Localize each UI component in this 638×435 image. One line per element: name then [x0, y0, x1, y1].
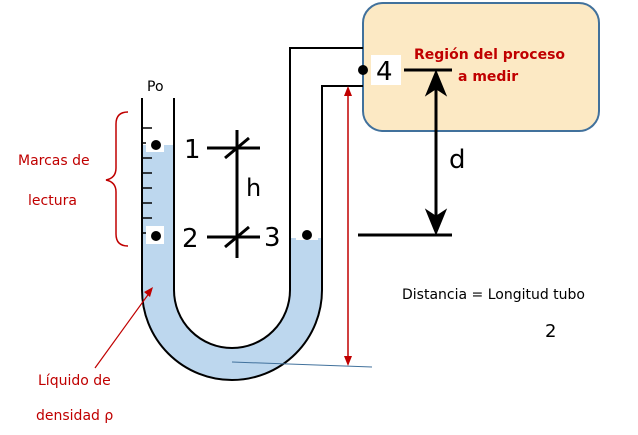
liquid-pointer-line [94, 291, 151, 369]
d-arrow-down [424, 208, 448, 236]
point-2-dot [151, 231, 161, 241]
process-label-line2: a medir [458, 69, 518, 85]
point-1-label: 1 [184, 135, 201, 165]
u-tube-inner-wall [173, 47, 363, 349]
liquid-pointer-arrowhead [144, 287, 153, 297]
point-3-label: 3 [264, 223, 281, 253]
distance-label: Distancia = Longitud tubo [402, 287, 585, 303]
point-4-label: 4 [376, 57, 393, 87]
u-tube-outer-wall [141, 85, 363, 381]
marcas-label-line2: lectura [28, 193, 77, 209]
marcas-label-line1: Marcas de [18, 153, 90, 169]
d-dimension [358, 68, 452, 237]
marks-brace [105, 111, 129, 247]
d-arrow-up [424, 69, 448, 97]
distance-number: 2 [545, 321, 556, 342]
point-4-dot [358, 65, 368, 75]
process-label-line1: Región del proceso [414, 47, 565, 63]
manometer-liquid [142, 145, 322, 380]
d-label: d [449, 145, 466, 175]
h-label: h [246, 174, 261, 202]
point-2-label: 2 [182, 224, 199, 254]
po-label: Po [147, 79, 164, 95]
tube-length-arrowhead-top [344, 86, 352, 96]
liquid-label-line2: densidad ρ [36, 408, 113, 424]
tube-bottom-guide [231, 361, 373, 368]
point-1-dot [151, 140, 161, 150]
h-dimension [207, 130, 260, 258]
liquid-label-line1: Líquido de [38, 373, 111, 389]
tube-length-arrowhead-bottom [344, 356, 352, 366]
point-3-dot [302, 230, 312, 240]
